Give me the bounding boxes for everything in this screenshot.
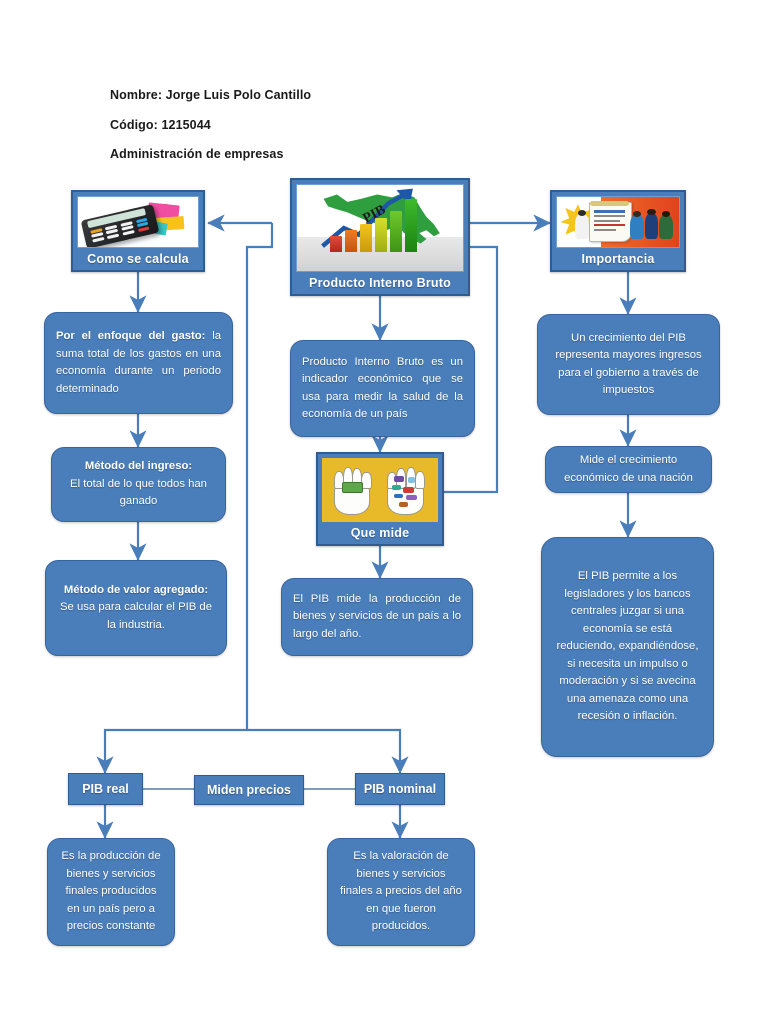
bubble-que-mide-detalle: El PIB mide la producción de bienes y se… (281, 578, 473, 656)
node-producto-interno-bruto[interactable]: PIB Producto Interno Bruto (290, 178, 470, 296)
header-name: Nombre: Jorge Luis Polo Cantillo (110, 88, 312, 102)
bubble-text: Mide el crecimiento económico de una nac… (564, 454, 693, 484)
calculator-sticky-notes-icon (77, 196, 199, 248)
node-caption: Como se calcula (87, 252, 189, 266)
node-caption: Importancia (581, 252, 655, 266)
bubble-text: la suma total de los gastos en una econo… (56, 330, 222, 395)
bubble-definicion-pib: Producto Interno Bruto es un indicador e… (290, 340, 475, 437)
node-pib-nominal[interactable]: PIB nominal (355, 773, 445, 805)
bubble-heading: Por el enfoque del gasto: (56, 330, 206, 342)
header-program: Administración de empresas (110, 147, 284, 161)
bubble-text: Es la valoración de bienes y servicios f… (340, 850, 462, 933)
bubble-text: Se usa para calcular el PIB de la indust… (60, 601, 212, 631)
bubble-metodo-valor-agregado: Método de valor agregado: Se usa para ca… (45, 560, 227, 656)
node-que-mide[interactable]: Que mide (316, 452, 444, 546)
bubble-text: El total de lo que todos han ganado (70, 477, 207, 508)
node-caption: Producto Interno Bruto (309, 276, 451, 290)
bubble-pib-real-detalle: Es la producción de bienes y servicios f… (47, 838, 175, 946)
bubble-heading: Método del ingreso: (84, 460, 193, 473)
bubble-metodo-ingreso: Método del ingreso: El total de lo que t… (51, 447, 226, 522)
bubble-enfoque-gasto: Por el enfoque del gasto: la suma total … (44, 312, 233, 414)
two-hands-goods-icon (322, 458, 438, 522)
node-miden-precios[interactable]: Miden precios (194, 775, 304, 805)
bubble-text: Un crecimiento del PIB representa mayore… (555, 331, 702, 397)
bubble-text: El PIB permite a los legisladores y los … (556, 570, 699, 723)
bubble-text: Es la producción de bienes y servicios f… (61, 850, 161, 933)
bubble-text: Producto Interno Bruto es un indicador e… (302, 355, 463, 421)
header-code: Código: 1215044 (110, 118, 211, 132)
node-pib-real[interactable]: PIB real (68, 773, 143, 805)
bubble-legisladores-bancos: El PIB permite a los legisladores y los … (541, 537, 714, 757)
bubble-heading: Método de valor agregado: (63, 583, 209, 596)
node-caption: Que mide (350, 526, 410, 540)
bubble-text: El PIB mide la producción de bienes y se… (293, 592, 461, 640)
node-importancia[interactable]: Importancia (550, 190, 686, 272)
bubble-mide-crecimiento: Mide el crecimiento económico de una nac… (545, 446, 712, 493)
bubble-crecimiento-impuestos: Un crecimiento del PIB representa mayore… (537, 314, 720, 415)
mexico-map-gdp-chart-icon: PIB (296, 184, 464, 272)
clipboard-people-icon (556, 196, 680, 248)
node-como-se-calcula[interactable]: Como se calcula (71, 190, 205, 272)
bubble-pib-nominal-detalle: Es la valoración de bienes y servicios f… (327, 838, 475, 946)
